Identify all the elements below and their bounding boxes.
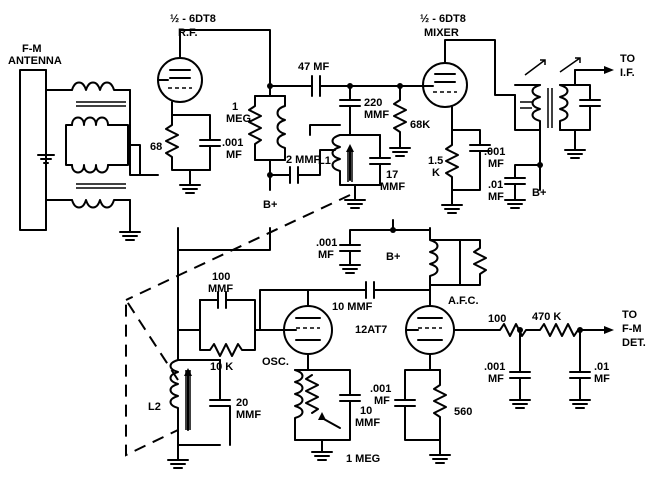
mixer-cathode-network: 1.5 K .001 MF <box>428 129 505 214</box>
output-filter: 100 470 K .001 MF .01 MF TO F-M DET. <box>477 309 646 409</box>
c47-label: 47 MF <box>298 61 329 73</box>
antenna-label-line2: ANTENNA <box>8 55 62 67</box>
r100-label: 100 <box>488 313 506 325</box>
c01-mix-label-b: MF <box>488 191 504 203</box>
tube-12at7-afc: A.F.C. <box>405 295 479 371</box>
to-if-label-line1: TO <box>620 53 636 65</box>
antenna-section: F-M ANTENNA <box>8 43 159 241</box>
to-det-label-line2: F-M <box>622 323 642 335</box>
l2-label: L2 <box>148 401 161 413</box>
c100-label-b: MMF <box>208 283 233 295</box>
c001-mix-label-a: .001 <box>484 146 505 158</box>
rf-plate-tank: 1 MEG B+ <box>226 83 286 211</box>
c001-rf-label-b: MF <box>226 149 242 161</box>
coupling-10mmf: 10 MMF <box>307 281 431 313</box>
c001-cath-label-a: .001 <box>370 383 391 395</box>
c01-out-label-b: MF <box>594 373 610 385</box>
bplus-rf-label: B+ <box>263 199 277 211</box>
r15k-label-a: 1.5 <box>428 155 443 167</box>
osc-cathode-network: 10 MMF 1 MEG <box>294 369 380 465</box>
mixer-tube-label-line1: ½ - 6DT8 <box>420 13 466 25</box>
c17-label-b: MMF <box>380 181 405 193</box>
rf-tube-label-line1: ½ - 6DT8 <box>170 13 216 25</box>
r1meg-label-b: MEG <box>226 113 251 125</box>
c001-afc-label-b: MF <box>318 249 334 261</box>
r1meg-osc-label: 1 MEG <box>346 453 380 465</box>
c001-out-label-a: .001 <box>484 361 505 373</box>
tube-12at7-label: 12AT7 <box>355 324 387 336</box>
afc-label: A.F.C. <box>448 295 479 307</box>
mixer-tube-label-line2: MIXER <box>424 27 459 39</box>
c001-cath-label-b: MF <box>374 395 390 407</box>
bplus-mix-label: B+ <box>532 187 546 199</box>
osc-grid-network: 100 MMF 10 K <box>177 271 281 373</box>
to-det-label-line3: DET. <box>622 337 646 349</box>
c20-label-a: 20 <box>236 397 248 409</box>
bplus-afc-label: B+ <box>386 251 400 263</box>
c10-osc-label-b: MMF <box>355 417 380 429</box>
c01-mix-label-a: .01 <box>488 179 503 191</box>
c220-label-a: 220 <box>364 97 382 109</box>
if-transformer: .01 MF B+ TO I.F. <box>488 53 636 209</box>
r68-label: 68 <box>150 141 162 153</box>
c001-mix-label-b: MF <box>488 158 504 170</box>
coupling-47mf: 47 MF <box>269 61 431 97</box>
c001-out-label-b: MF <box>488 373 504 385</box>
rf-cathode-network: 68 .001 MF <box>150 114 243 194</box>
afc-plate-network: .001 MF B+ <box>316 219 487 307</box>
c20-label-b: MMF <box>236 409 261 421</box>
c10mmf-mid-label: 10 MMF <box>332 301 373 313</box>
l1-label: L1 <box>318 155 331 167</box>
r560-label: 560 <box>454 406 472 418</box>
rf-tube: ½ - 6DT8 R.F. <box>157 13 271 116</box>
antenna-label-line1: F-M <box>22 43 42 55</box>
c001-rf-label-a: .001 <box>222 137 243 149</box>
c01-out-label-a: .01 <box>594 361 609 373</box>
r68k-label: 68K <box>410 119 430 131</box>
mixer-tube: ½ - 6DT8 MIXER <box>420 13 516 131</box>
c001-afc-label-a: .001 <box>316 237 337 249</box>
c10-osc-label-a: 10 <box>360 405 372 417</box>
c17-label-a: 17 <box>386 169 398 181</box>
tube-12at7-osc: OSC. 12AT7 <box>259 289 387 371</box>
mixer-grid-network: 220 MMF 68K <box>339 83 430 157</box>
l1-tank: L1 17 MMF <box>309 119 405 209</box>
c100-label-a: 100 <box>212 271 230 283</box>
afc-cathode-network: .001 MF 560 <box>370 369 472 464</box>
c220-label-b: MMF <box>364 109 389 121</box>
l2-tank: L2 20 MMF <box>125 194 351 469</box>
osc-label: OSC. <box>262 356 289 368</box>
r10k-label: 10 K <box>210 361 233 373</box>
to-if-label-line2: I.F. <box>620 67 635 79</box>
rf-tube-label-line2: R.F. <box>178 27 198 39</box>
r470k-label: 470 K <box>532 311 561 323</box>
coupling-2mmf: 2 MMF <box>269 149 336 184</box>
c2mmf-label: 2 MMF <box>286 154 321 166</box>
to-det-label-line1: TO <box>622 309 638 321</box>
r1meg-label-a: 1 <box>232 101 238 113</box>
r15k-label-b: K <box>432 167 440 179</box>
